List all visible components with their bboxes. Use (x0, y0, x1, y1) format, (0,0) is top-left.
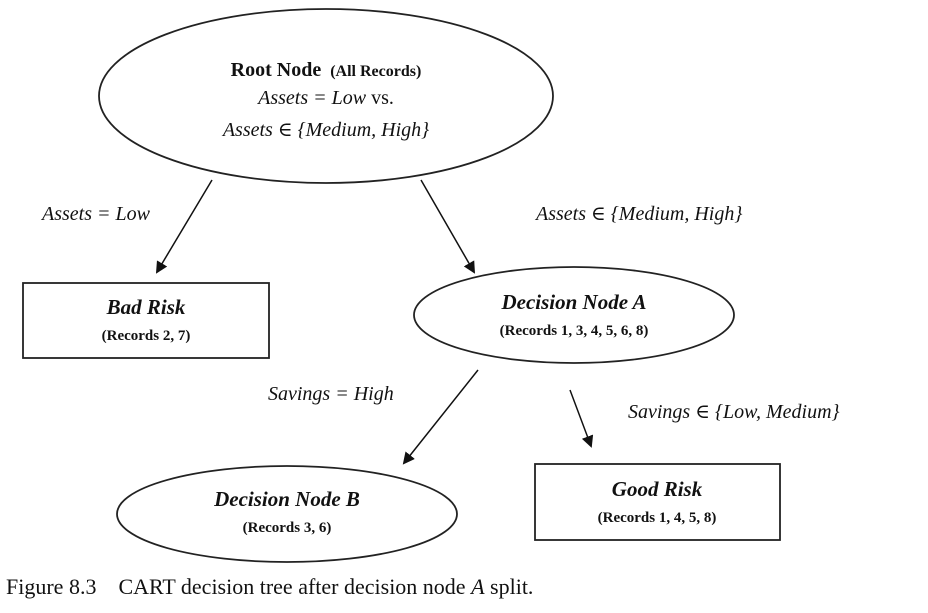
bad-risk-title: Bad Risk (106, 295, 186, 319)
root-node-ellipse (98, 8, 554, 184)
edge-label-savings-high: Savings = High (268, 383, 394, 405)
decision-node-a-records: (Records 1, 3, 4, 5, 6, 8) (500, 323, 649, 339)
edge-root-to-bad-risk (155, 179, 213, 274)
figure-number: Figure 8.3 (6, 574, 97, 599)
root-node-split-b: Assets ∈ {Medium, High} (221, 119, 429, 141)
edge-root-to-node-a (420, 179, 475, 274)
root-node-split-line: Assets = Low vs. (256, 87, 394, 109)
edge-label-assets-medium-high: Assets ∈ {Medium, High} (534, 203, 742, 225)
good-risk-box (534, 463, 781, 541)
root-node-split-vs: vs. (366, 87, 394, 109)
edge-node-a-to-good-risk (569, 389, 594, 448)
decision-node-a-title: Decision Node A (500, 290, 646, 314)
caption-text-italic: A (471, 574, 485, 599)
edge-label-savings-low-medium: Savings ∈ {Low, Medium} (628, 401, 840, 423)
decision-tree-diagram: Root Node (All Records) Assets = Low vs.… (22, 8, 840, 563)
bad-risk-box (22, 282, 270, 359)
decision-node-b-title: Decision Node B (213, 487, 360, 511)
root-node-split-a: Assets = Low (256, 87, 367, 109)
caption-text-b: split. (484, 574, 534, 599)
bad-risk-records: (Records 2, 7) (102, 328, 191, 344)
root-node-title: Root Node (231, 59, 322, 81)
edge-node-a-to-node-b (402, 369, 479, 465)
good-risk-title: Good Risk (612, 477, 703, 501)
root-node-title-suffix: (All Records) (330, 63, 421, 80)
decision-node-b-ellipse (116, 465, 458, 563)
decision-node-b-records: (Records 3, 6) (243, 520, 332, 536)
figure-caption: Figure 8.3 CART decision tree after deci… (6, 574, 533, 600)
edge-label-assets-low: Assets = Low (40, 203, 151, 225)
root-node-title-line: Root Node (All Records) (231, 59, 422, 81)
good-risk-records: (Records 1, 4, 5, 8) (598, 510, 717, 526)
decision-node-a-ellipse (413, 266, 735, 364)
caption-text-a: CART decision tree after decision node (118, 574, 472, 599)
